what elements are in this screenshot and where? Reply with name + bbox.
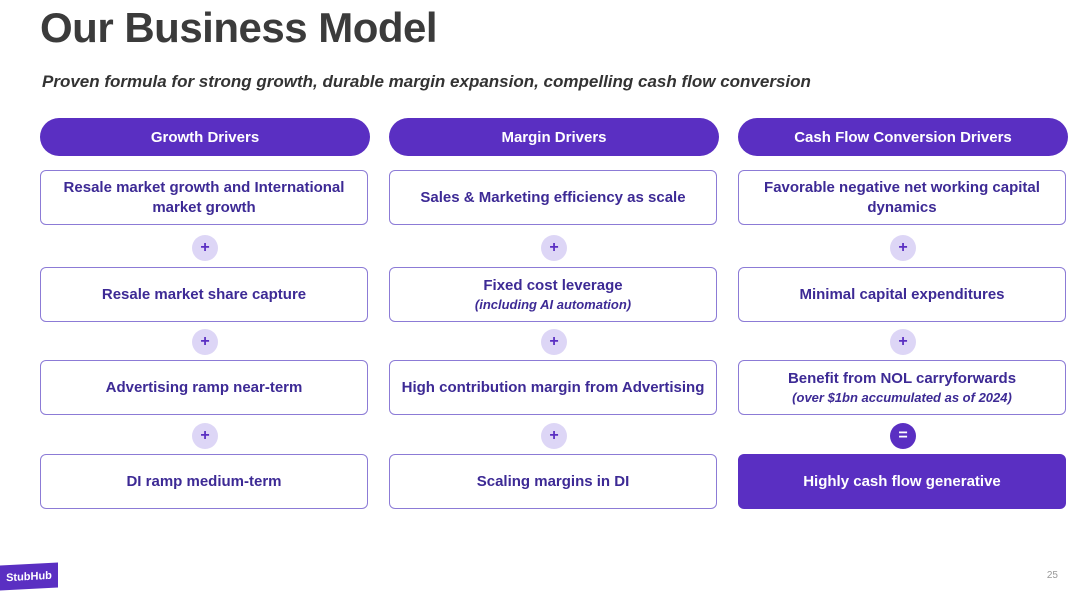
driver-box: Advertising ramp near-term [40, 360, 368, 415]
plus-connector: + [192, 423, 218, 449]
column-header: Cash Flow Conversion Drivers [738, 118, 1068, 156]
driver-text: Favorable negative net working capital d… [764, 178, 1040, 216]
plus-connector: + [192, 235, 218, 261]
driver-box: DI ramp medium-term [40, 454, 368, 509]
driver-box: Minimal capital expenditures [738, 267, 1066, 322]
driver-text: Advertising ramp near-term [105, 378, 303, 396]
driver-text: Benefit from NOL carryforwards [787, 369, 1017, 387]
driver-text: Resale market share capture [101, 285, 307, 303]
stubhub-logo: StubHub [0, 562, 58, 591]
driver-text: Sales & Marketing efficiency as scale [420, 188, 686, 206]
result-text: Highly cash flow generative [803, 472, 1001, 490]
plus-connector: + [890, 235, 916, 261]
column-cash-flow-drivers: Cash Flow Conversion Drivers Favorable n… [738, 118, 1068, 509]
driver-box: Favorable negative net working capital d… [738, 170, 1066, 225]
driver-box: Sales & Marketing efficiency as scale [389, 170, 717, 225]
plus-connector: + [541, 423, 567, 449]
plus-connector: + [541, 329, 567, 355]
driver-box: Resale market share capture [40, 267, 368, 322]
page-title: Our Business Model [40, 4, 438, 51]
driver-text: Fixed cost leverage [483, 276, 623, 294]
page-subtitle: Proven formula for strong growth, durabl… [42, 72, 811, 91]
plus-connector: + [192, 329, 218, 355]
column-margin-drivers: Margin Drivers Sales & Marketing efficie… [389, 118, 719, 509]
driver-text: Minimal capital expenditures [799, 285, 1005, 303]
page-number: 25 [1046, 570, 1058, 581]
driver-box: Scaling margins in DI [389, 454, 717, 509]
driver-box: Resale market growth and International m… [40, 170, 368, 225]
driver-box: High contribution margin from Advertisin… [389, 360, 717, 415]
driver-subtext: (over $1bn accumulated as of 2024) [792, 389, 1012, 405]
driver-text: Scaling margins in DI [476, 472, 630, 490]
column-header: Growth Drivers [40, 118, 370, 156]
column-growth-drivers: Growth Drivers Resale market growth and … [40, 118, 370, 509]
result-box: Highly cash flow generative [738, 454, 1066, 509]
driver-subtext: (including AI automation) [474, 296, 632, 312]
driver-box: Fixed cost leverage (including AI automa… [389, 267, 717, 322]
driver-box: Benefit from NOL carryforwards (over $1b… [738, 360, 1066, 415]
driver-text: DI ramp medium-term [126, 472, 282, 490]
column-header: Margin Drivers [389, 118, 719, 156]
plus-connector: + [890, 329, 916, 355]
equals-connector: = [890, 423, 916, 449]
driver-text: High contribution margin from Advertisin… [401, 378, 705, 396]
plus-connector: + [541, 235, 567, 261]
driver-text: Resale market growth and International m… [63, 178, 345, 216]
